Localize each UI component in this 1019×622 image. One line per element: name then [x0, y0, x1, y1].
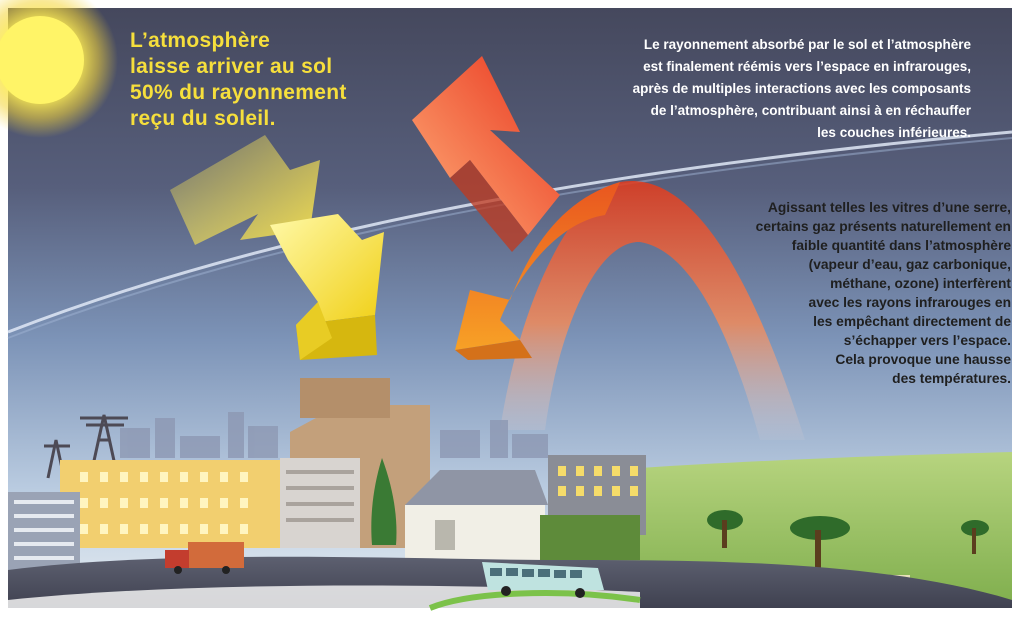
greenhouse-caption-line: (vapeur d’eau, gaz carbonique,	[808, 257, 1011, 272]
greenhouse-caption-line: Cela provoque une hausse	[835, 352, 1011, 367]
sun-caption-line: 50% du rayonnement	[130, 81, 347, 104]
solar-radiation-arrow	[170, 135, 384, 360]
trapped-infrared-arrow	[455, 180, 805, 440]
greenhouse-caption-line: faible quantité dans l’atmosphère	[791, 238, 1011, 253]
greenhouse-caption-line: méthane, ozone) interfèrent	[830, 276, 1011, 291]
infrared-arrow	[412, 56, 560, 252]
cypress-tree	[371, 458, 397, 545]
trees	[707, 510, 989, 572]
reemission-caption-line: est finalement réémis vers l’espace en i…	[643, 59, 971, 74]
sun-caption-line: reçu du soleil.	[130, 107, 276, 130]
greenhouse-caption-line: s’échapper vers l’espace.	[843, 333, 1011, 348]
greenhouse-caption-line: avec les rayons infrarouges en	[808, 295, 1011, 310]
reemission-caption-line: de l’atmosphère, contribuant ainsi à en …	[650, 103, 971, 118]
truck-icon	[165, 542, 244, 574]
greenhouse-caption-line: certains gaz présents naturellement en	[755, 219, 1011, 234]
atmosphere-boundary	[7, 130, 1013, 334]
reemission-caption-line: après de multiples interactions avec les…	[632, 81, 971, 96]
buildings	[8, 378, 646, 604]
greenhouse-caption-line: Agissant telles les vitres d’une serre,	[767, 200, 1011, 215]
reemission-caption-line: les couches inférieures.	[817, 125, 971, 140]
sun-caption: L’atmosphère laisse arriver au sol 50% d…	[130, 28, 347, 132]
reemission-caption: Le rayonnement absorbé par le sol et l’a…	[531, 34, 971, 144]
city-skyline	[120, 412, 548, 458]
sun-caption-line: laisse arriver au sol	[130, 55, 333, 78]
sun-caption-line: L’atmosphère	[130, 29, 271, 52]
greenhouse-caption-line: des températures.	[892, 371, 1011, 386]
bus-icon	[482, 562, 604, 598]
greenhouse-caption-line: les empêchant directement de	[813, 314, 1011, 329]
greenhouse-caption: Agissant telles les vitres d’une serre, …	[671, 198, 1011, 388]
reemission-caption-line: Le rayonnement absorbé par le sol et l’a…	[643, 37, 971, 52]
